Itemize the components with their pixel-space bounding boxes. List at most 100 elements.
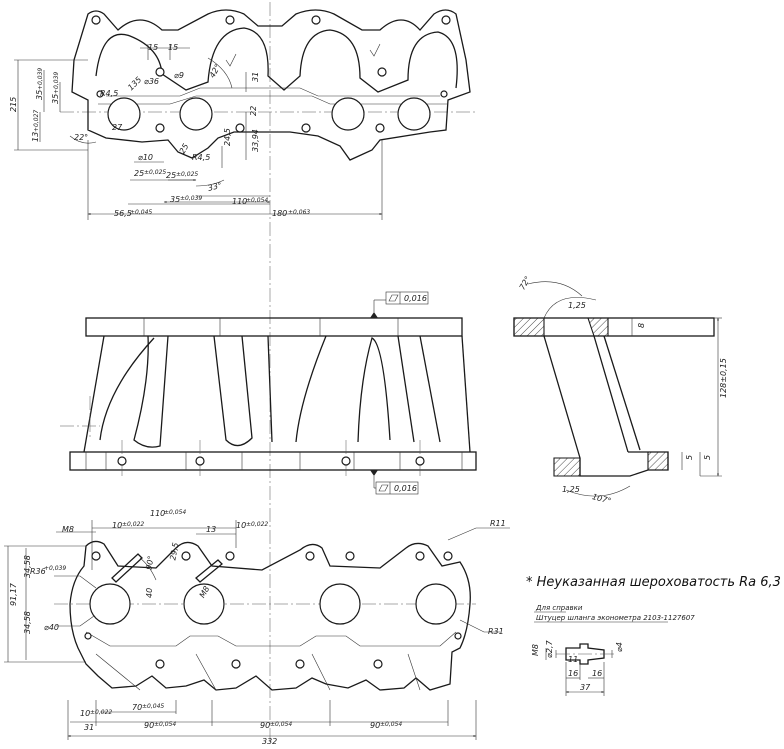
ref-dim-37: 37 — [580, 683, 591, 692]
fitting-body — [565, 643, 605, 665]
top-view-bolt-holes — [91, 15, 451, 133]
dim-d10: ⌀10 — [138, 153, 153, 162]
side-dim-5b: 5 — [685, 455, 694, 460]
reference-fitting: Для справки Штуцер шланга эконометра 210… — [531, 604, 695, 696]
port-1 — [107, 97, 141, 131]
roughness-note: * Неуказанная шероховатость Ra 6,3 мкм — [526, 575, 784, 590]
fitting-left — [111, 553, 143, 583]
d40-leader — [56, 615, 95, 627]
side-view-bottom-flange — [579, 451, 669, 477]
bolt-hole — [454, 632, 462, 640]
runner-3 — [295, 335, 327, 443]
bolt-hole — [155, 659, 165, 669]
bolt-hole — [96, 90, 104, 98]
runner-edge — [83, 335, 105, 453]
side-dim-125b: 1,25 — [562, 485, 580, 494]
side-angle-top: 72° — [518, 275, 533, 292]
dim-10c-tol: ±0,022 — [90, 709, 112, 716]
angle-90-arc — [139, 557, 157, 581]
side-angle-arc-bottom — [565, 485, 631, 497]
side-angle-bottom: 107° — [591, 492, 612, 506]
bottom-view-flange-outline — [69, 540, 471, 691]
front-view-centerlines — [60, 396, 421, 476]
bolt-hole — [91, 15, 101, 25]
bolt-hole — [195, 456, 205, 466]
dim-90c: 90 — [370, 721, 380, 730]
dim-245: 24,5 — [223, 128, 232, 146]
bolt-hole — [301, 123, 311, 133]
bolt-hole — [373, 659, 383, 669]
bolt-hole — [155, 67, 165, 77]
dim-22deg: 22° — [74, 133, 88, 142]
dim-22: 22 — [249, 106, 258, 116]
dim-40: 40 — [145, 588, 154, 598]
dim-90a: 90 — [144, 721, 154, 730]
bottom-view-ports — [89, 583, 457, 625]
ref-dim-16b: 16 — [592, 669, 602, 678]
top-view-inner-contour — [95, 27, 458, 93]
bottom-view: M8 10 ±0,022 110 ±0,054 13 10 ±0,022 R11… — [4, 509, 510, 746]
fitting-right — [195, 559, 223, 583]
dim-r45a: R4,5 — [100, 89, 118, 98]
flatness-frame-top — [385, 291, 429, 305]
dim-r36-tol: +0,039 — [44, 565, 66, 572]
side-dim-125a: 1,25 — [568, 301, 586, 310]
dim-565-tol: ±0,045 — [130, 209, 152, 216]
dim-3458a: 34,58 — [23, 555, 32, 578]
reference-title: Для справки — [535, 604, 583, 612]
flatness-bottom-value: 0,016 — [394, 484, 417, 493]
bolt-hole — [84, 632, 92, 640]
reference-subtitle: Штуцер шланга эконометра 2103-1127607 — [536, 614, 695, 622]
bolt-hole — [155, 123, 165, 133]
bolt-hole — [415, 551, 425, 561]
front-view-top-flange — [85, 317, 463, 337]
port-3 — [331, 97, 365, 131]
ref-dim-d27: ⌀2,7 — [545, 640, 554, 658]
bolt-hole — [345, 551, 355, 561]
bolt-hole — [311, 15, 321, 25]
ref-dim-16a: 16 — [568, 669, 578, 678]
side-runner-back — [603, 335, 641, 451]
bolt-hole — [443, 551, 453, 561]
dim-d9: ⌀9 — [174, 71, 184, 80]
r31-leader — [459, 619, 500, 633]
side-dim-5: 5 — [703, 455, 712, 460]
bolt-hole — [235, 123, 245, 133]
runner-1-outer — [99, 337, 155, 441]
bolt-hole — [415, 456, 425, 466]
bolt-hole — [441, 15, 451, 25]
port-2 — [183, 583, 225, 625]
bottom-view-fittings — [111, 553, 223, 583]
flatness-bottom: 0,016 — [370, 470, 419, 495]
dim-15a: 15 — [148, 43, 158, 52]
front-view-flange-holes — [117, 456, 425, 466]
dim-90a-tol: ±0,054 — [154, 721, 176, 728]
r11-leader — [447, 527, 510, 541]
top-view-runner-rail — [106, 87, 440, 97]
front-view-runners — [83, 335, 471, 453]
top-view-dimension-lines — [14, 44, 383, 220]
bolt-hole — [91, 551, 101, 561]
flatness-top-value: 0,016 — [404, 294, 427, 303]
dim-10a: 10 — [112, 521, 122, 530]
dim-13-tol: +0,027 — [33, 110, 40, 132]
dim-31: 31 — [251, 72, 260, 82]
port-4 — [415, 583, 457, 625]
dim-215: 215 — [9, 97, 18, 112]
flatness-frame-bottom — [375, 481, 419, 495]
side-angle-arc-top — [543, 297, 597, 319]
bottom-view-dimension-lines — [4, 520, 510, 740]
dim-110: 110 — [232, 197, 247, 206]
top-view-dimension-labels: 15 15 ⌀9 ⌀36 42° 31 R4,5 135 215 35 +0,0… — [9, 43, 310, 218]
port-2 — [179, 97, 213, 131]
bottom-view-runner-rail — [85, 631, 457, 647]
dim-35b-tol: +0,039 — [53, 72, 60, 94]
dim-35c-tol: ±0,039 — [180, 195, 202, 202]
dim-r11: R11 — [490, 519, 506, 528]
dim-90deg: 90° — [144, 555, 155, 571]
bolt-hole — [231, 659, 241, 669]
top-view-runner-rail-lower — [98, 95, 448, 105]
bottom-view-dimension-labels: M8 10 ±0,022 110 ±0,054 13 10 ±0,022 R11… — [9, 509, 506, 746]
dim-110-tol: ±0,054 — [246, 197, 268, 204]
